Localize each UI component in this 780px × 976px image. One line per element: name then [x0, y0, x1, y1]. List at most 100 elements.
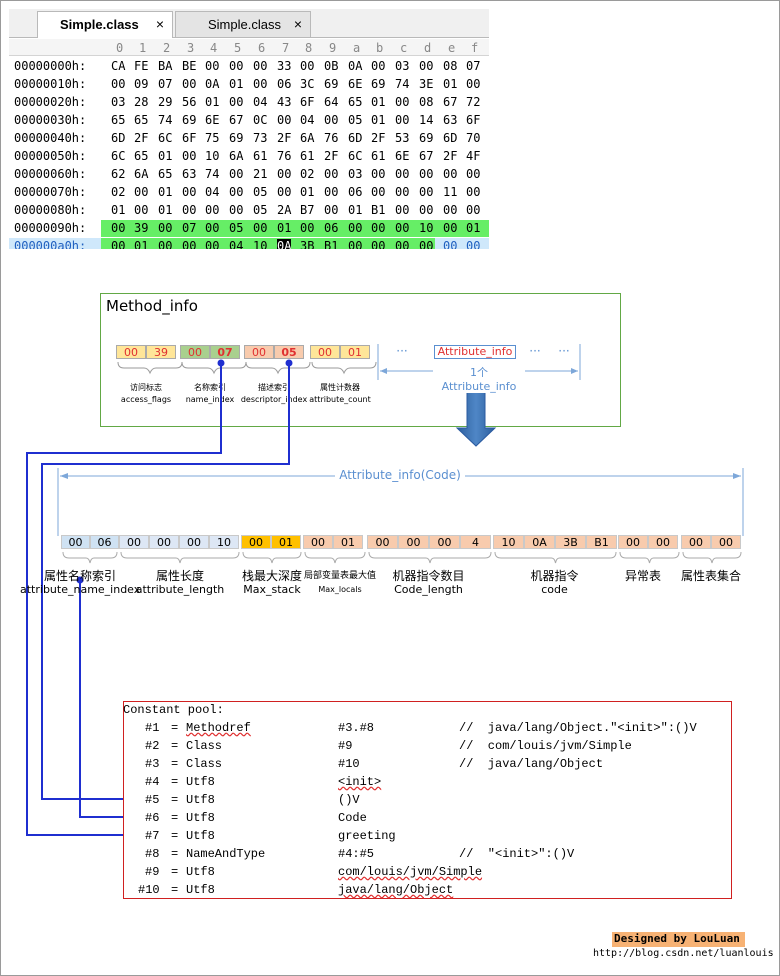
hex-byte: 07 [182, 221, 197, 235]
hex-byte: 69 [371, 77, 386, 91]
close-icon[interactable]: × [155, 16, 164, 32]
hex-byte: 00 [324, 167, 339, 181]
code-field-cn: 属性长度 [155, 569, 204, 583]
hex-byte: 04 [253, 95, 268, 109]
hex-byte: 04 [229, 239, 244, 249]
hex-byte: 00 [111, 221, 126, 235]
pool-comment: // java/lang/Object [459, 757, 604, 771]
column-label: b [376, 41, 384, 55]
hex-byte: 67 [419, 149, 434, 163]
hex-byte: 69 [419, 131, 434, 145]
hex-byte: 67 [229, 113, 244, 127]
ellipsis-1: ··· [396, 344, 408, 358]
hex-address: 00000070h: [14, 185, 87, 199]
hex-byte: 2F [371, 131, 386, 145]
hex-byte: 2F [443, 149, 458, 163]
hex-byte: 0A [348, 59, 363, 73]
hex-byte: 00 [253, 221, 268, 235]
hex-byte: 00 [253, 59, 268, 73]
hex-byte: 53 [395, 131, 410, 145]
hex-address: 000000a0h: [14, 239, 87, 249]
hex-byte: 00 [371, 239, 386, 249]
pool-eq: = [171, 811, 179, 825]
hex-byte: 00 [395, 167, 410, 181]
highlight-band [101, 220, 489, 237]
hex-byte: 03 [348, 167, 363, 181]
hex-byte: 00 [229, 59, 244, 73]
hex-byte: 00 [182, 203, 197, 217]
pool-eq: = [171, 739, 179, 753]
code-byte: 00 [429, 535, 460, 549]
code-field-en: Max_locals [318, 585, 362, 594]
close-icon[interactable]: × [293, 16, 302, 32]
code-field-en: attribute_name_index [20, 583, 141, 596]
hex-byte: 00 [395, 221, 410, 235]
hex-byte: 3B [300, 239, 315, 249]
hex-address: 00000050h: [14, 149, 87, 163]
pool-index: #6 [145, 811, 160, 825]
code-byte: 00 [681, 535, 711, 549]
pool-eq: = [171, 721, 179, 735]
hex-byte: 62 [111, 167, 126, 181]
pool-index: #3 [145, 757, 160, 771]
tab-simple-class[interactable]: Simple.class × [175, 11, 311, 37]
hex-byte: 00 [466, 185, 481, 199]
hex-address: 00000090h: [14, 221, 87, 235]
hex-byte: 43 [277, 95, 292, 109]
hex-byte: 00 [324, 113, 339, 127]
hex-byte: 00 [205, 239, 220, 249]
hex-byte: 69 [324, 77, 339, 91]
hex-byte: 28 [134, 95, 149, 109]
hex-byte: 6A [300, 131, 315, 145]
hex-byte: 00 [395, 203, 410, 217]
method-info-byte: 05 [274, 345, 304, 359]
code-field-cn: 属性表集合 [680, 569, 741, 583]
code-byte: 01 [333, 535, 363, 549]
ellipsis-3: ··· [558, 344, 570, 358]
hex-byte: 72 [466, 95, 481, 109]
hex-byte: 06 [348, 185, 363, 199]
hex-byte: 07 [466, 59, 481, 73]
code-field-cn: 异常表 [624, 569, 661, 583]
column-label: 3 [187, 41, 195, 55]
ellipsis-2: ··· [529, 344, 541, 358]
hex-byte: 21 [253, 167, 268, 181]
code-byte: B1 [586, 535, 617, 549]
code-byte: 10 [493, 535, 524, 549]
pool-comment: // java/lang/Object."<init>":()V [459, 721, 697, 735]
pool-value: greeting [338, 829, 396, 843]
highlight-band [101, 238, 435, 249]
hex-byte: 0B [324, 59, 339, 73]
hex-byte: 74 [158, 113, 173, 127]
hex-byte: FE [134, 59, 149, 73]
hex-byte: 00 [182, 149, 197, 163]
pool-type: Utf8 [186, 829, 215, 843]
hex-byte: 07 [158, 77, 173, 91]
hex-byte: 00 [348, 221, 363, 235]
column-label: c [400, 41, 408, 55]
hex-address: 00000030h: [14, 113, 87, 127]
hex-byte: 01 [466, 221, 481, 235]
hex-byte: 00 [371, 59, 386, 73]
pool-index: #5 [145, 793, 160, 807]
tab-simple-class-active[interactable]: Simple.class × [37, 11, 173, 38]
hex-address: 00000040h: [14, 131, 87, 145]
code-attribute-title: Attribute_info(Code) [335, 468, 465, 482]
hex-byte: 6D [111, 131, 126, 145]
column-label: 5 [234, 41, 242, 55]
hex-byte: 0A [277, 239, 292, 249]
pool-index: #4 [145, 775, 160, 789]
pool-type: Utf8 [186, 811, 215, 825]
hex-byte: 01 [443, 77, 458, 91]
hex-byte: 05 [229, 221, 244, 235]
hex-byte: 74 [395, 77, 410, 91]
pool-type: Utf8 [186, 883, 215, 897]
hex-byte: 65 [134, 113, 149, 127]
hex-byte: 04 [300, 113, 315, 127]
hex-byte: 2A [277, 203, 292, 217]
code-byte: 3B [555, 535, 586, 549]
method-info-byte: 00 [180, 345, 210, 359]
hex-byte: 67 [443, 95, 458, 109]
